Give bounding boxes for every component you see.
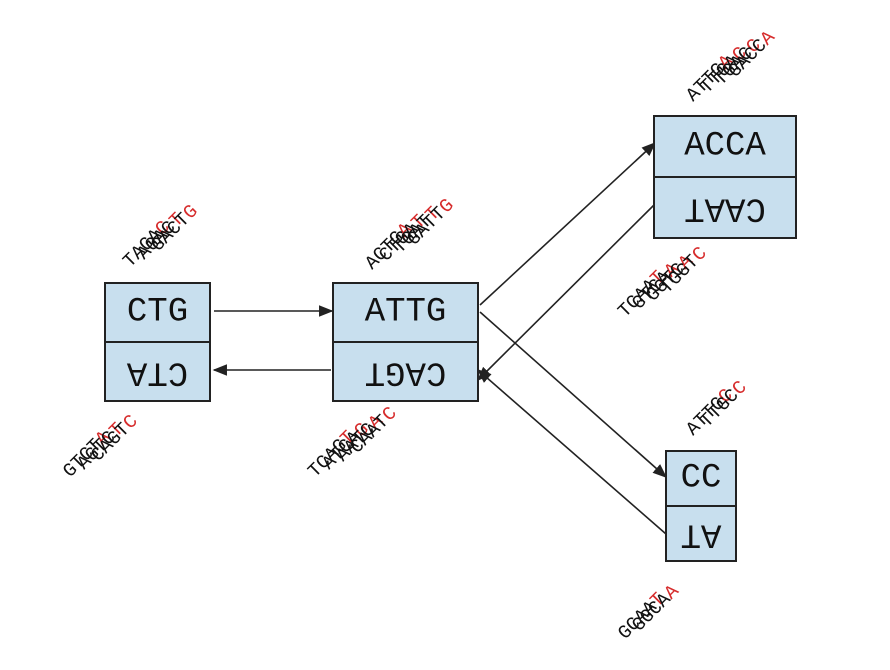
node-acca: ACCACAATATTGATTGACTGACCGACCATCAATGTCAAGG… (614, 26, 797, 322)
edge-acca-attg (476, 204, 655, 382)
kmer-bottom: AT (681, 515, 722, 553)
kmer-bottom: CAGT (365, 353, 447, 391)
node-attg: ATTGCAGTACTGACTGATTGATTGATTGTCAGTATCAGAA… (304, 194, 479, 482)
edge-attg-cc (479, 311, 668, 478)
kmer-top: ATTG (365, 294, 447, 332)
kmer-top: CC (681, 460, 722, 498)
edges (212, 142, 668, 535)
kmer-top: CTG (127, 294, 188, 332)
kmer-top: ACCA (684, 128, 766, 166)
edge-attg-acca (479, 142, 657, 306)
edge-cc-attg (476, 369, 667, 535)
nodes: CTGCTATAGACAGACTGACTGGTCTAAGTCTCAGTCATTG… (59, 26, 797, 644)
kmer-bottom: CTA (126, 353, 188, 391)
kmer-bottom: CAAT (684, 189, 766, 227)
